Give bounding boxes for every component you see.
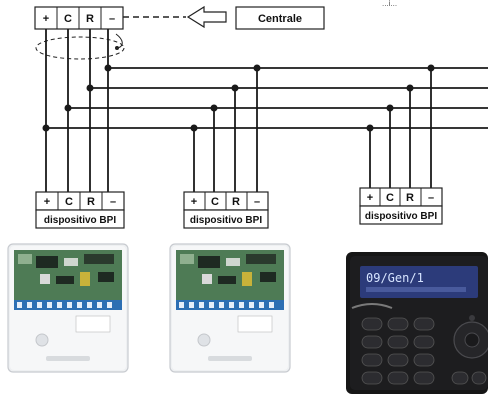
left-arrow-icon: [186, 5, 227, 29]
central-terminal-r: R: [86, 13, 94, 25]
device-2-label: dispositivo BPI: [190, 215, 262, 226]
device-3-terminal-block: + C R – dispositivo BPI: [359, 187, 443, 225]
central-junctions: [42, 64, 112, 132]
device-1-terminal-plus: +: [44, 196, 50, 208]
device-2-terminal-minus: –: [254, 196, 260, 208]
device-1-terminal-block: + C R – dispositivo BPI: [35, 191, 125, 229]
shield-drain-wire: [115, 33, 123, 49]
keypad-keys: [361, 317, 487, 385]
device-3-terminal-minus: –: [428, 192, 434, 204]
device-2-junctions: [190, 64, 261, 132]
device-2-terminal-c: C: [211, 196, 219, 208]
central-terminal-c: C: [64, 13, 72, 25]
device-3-wires: [369, 68, 432, 188]
keypad-image: 09/Gen/1: [346, 252, 488, 394]
central-terminal-minus: –: [109, 13, 115, 25]
central-terminal-block: + C R –: [34, 6, 124, 30]
device-2-terminal-r: R: [232, 196, 240, 208]
shield-ellipse: [35, 36, 125, 60]
header-partial-text: ...i...: [382, 0, 397, 8]
device-3-terminal-c: C: [386, 192, 394, 204]
central-label: Centrale: [258, 13, 302, 25]
device-1-terminal-minus: –: [110, 196, 116, 208]
device-1-terminal-c: C: [65, 196, 73, 208]
device-2-wires: [193, 68, 258, 192]
device-3-label: dispositivo BPI: [365, 211, 437, 222]
central-terminal-plus: +: [43, 13, 49, 25]
keypad-display-text: 09/Gen/1: [366, 271, 424, 285]
device-1-label: dispositivo BPI: [44, 215, 116, 226]
device-3-junctions: [366, 64, 435, 132]
device-3-terminal-r: R: [406, 192, 414, 204]
central-unit-box: Centrale: [235, 6, 325, 30]
bpi-module-image-2: [169, 243, 291, 373]
device-1-terminal-r: R: [87, 196, 95, 208]
device-2-terminal-block: + C R – dispositivo BPI: [183, 191, 269, 229]
bus-lines: [46, 67, 488, 129]
bpi-module-image-1: [7, 243, 129, 373]
central-vertical-wires: [45, 29, 109, 192]
device-2-terminal-plus: +: [191, 196, 197, 208]
device-3-terminal-plus: +: [367, 192, 373, 204]
